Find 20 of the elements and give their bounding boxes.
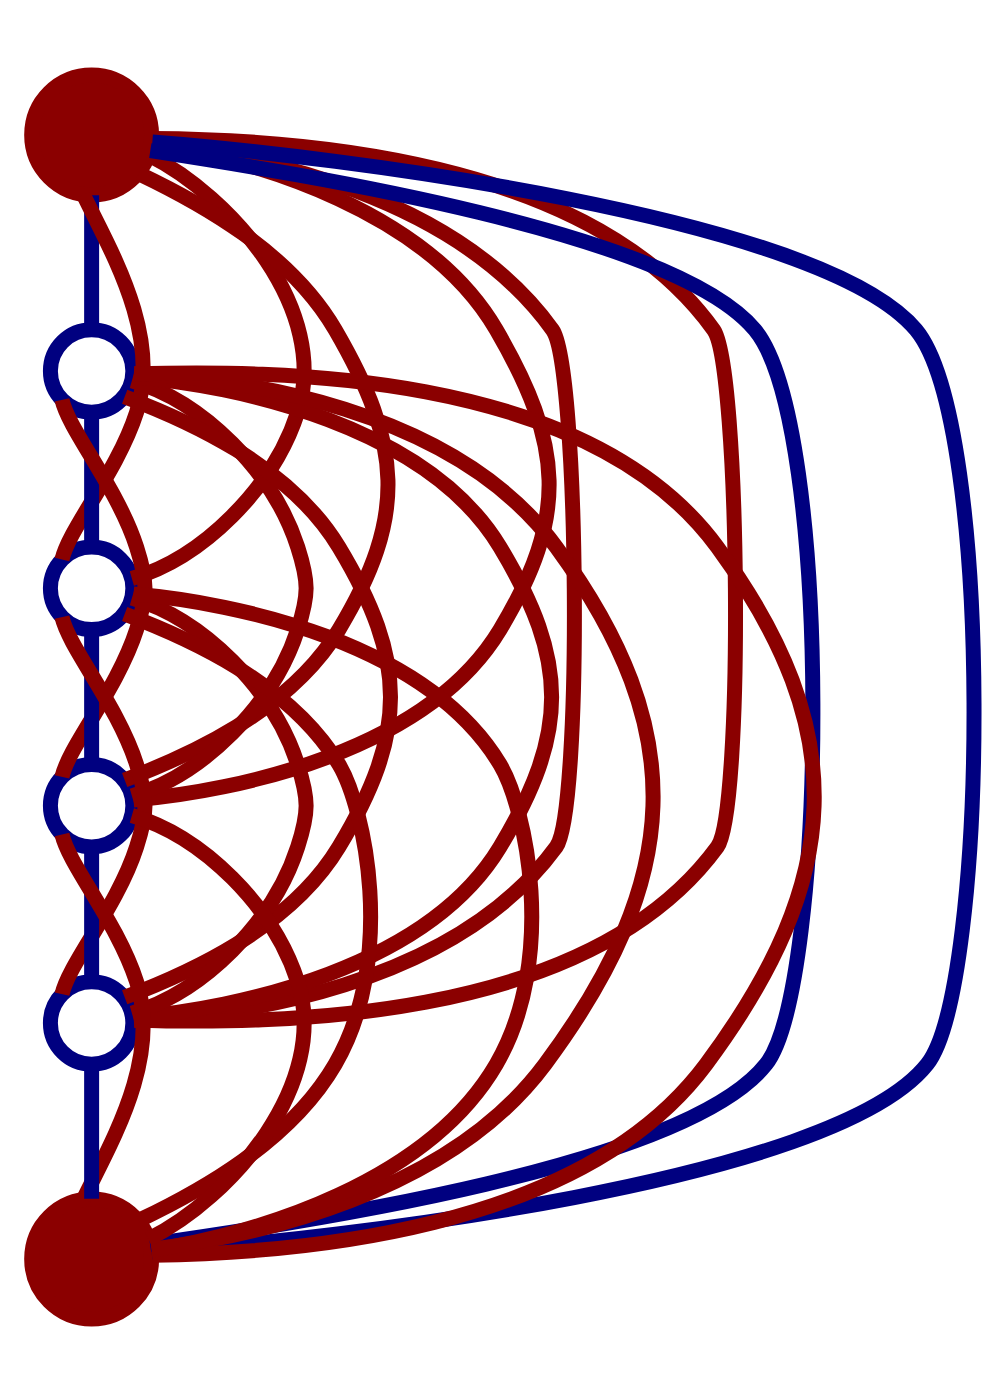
- connector: [121, 165, 396, 786]
- node-circle: [42, 538, 141, 637]
- node-circle: [24, 66, 160, 202]
- node-circle: [42, 973, 141, 1071]
- connector: [84, 194, 100, 329]
- connector: [121, 606, 378, 1227]
- connector: [54, 190, 151, 561]
- connector: [129, 372, 314, 802]
- connector: [129, 807, 312, 1245]
- node-circle: [42, 321, 141, 419]
- connector: [121, 388, 398, 1004]
- connector: [54, 831, 151, 1202]
- connector: [54, 613, 153, 996]
- node-circle: [24, 1190, 160, 1326]
- connector: [129, 590, 314, 1020]
- connector: [54, 396, 153, 779]
- connector: [134, 364, 822, 1262]
- connector: [148, 142, 821, 1251]
- node-circle: [42, 755, 141, 854]
- connector: [134, 129, 743, 1028]
